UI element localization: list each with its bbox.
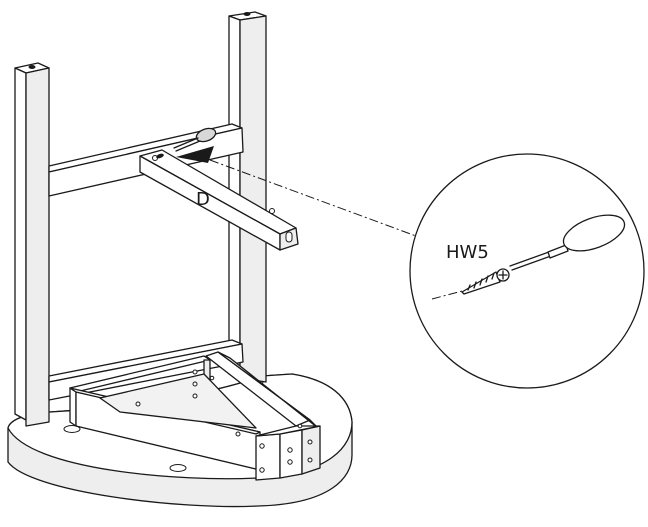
part-d-beam bbox=[139, 149, 299, 251]
front-leg bbox=[14, 62, 50, 427]
bottom-frame bbox=[69, 351, 321, 481]
leader-line bbox=[209, 159, 417, 237]
hardware-label: HW5 bbox=[446, 242, 489, 263]
detail-callout: HW5 bbox=[409, 153, 645, 389]
part-label: D bbox=[196, 189, 210, 210]
screw-icon bbox=[461, 268, 510, 295]
detail-screwdriver-icon bbox=[509, 214, 626, 271]
screwdriver-icon bbox=[156, 137, 201, 159]
back-leg bbox=[228, 11, 267, 383]
arrow-icon bbox=[176, 146, 214, 163]
